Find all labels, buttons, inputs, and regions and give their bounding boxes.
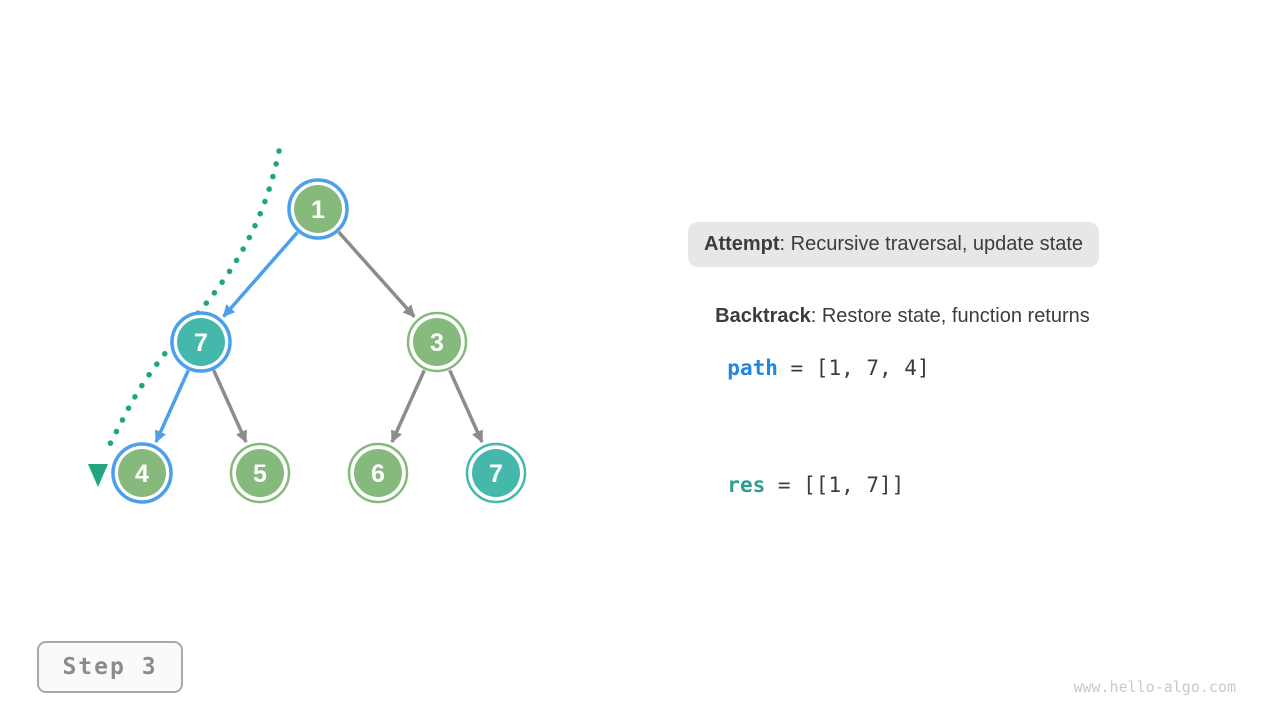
tree-node-7-right: 7 [465,442,527,504]
path-variable-value: = [1, 7, 4] [777,356,930,380]
node-value: 7 [194,329,208,357]
res-variable-name: res [727,473,766,497]
edge-3-to-6 [390,369,426,443]
node-value: 1 [311,196,325,224]
backtrack-label: Backtrack [715,305,811,327]
tree-edges [154,230,484,443]
edge-3-to-7 [448,369,484,443]
watermark: www.hello-algo.com [1073,678,1236,696]
attempt-note: Attempt: Recursive traversal, update sta… [688,222,1100,267]
tree-diagram: 1 7 3 4 5 6 7 [88,148,527,504]
backtrack-text: : Restore state, function returns [810,305,1090,327]
tree-node-6: 6 [347,442,409,504]
path-variable-name: path [727,356,778,380]
backtrack-note: Backtrack: Restore state, function retur… [704,282,1090,328]
attempt-text: : Recursive traversal, update state [779,233,1084,255]
node-value: 4 [135,460,149,488]
attempt-label: Attempt [704,233,780,255]
node-value: 5 [253,460,267,488]
step-badge-label: Step 3 [62,654,158,680]
node-value: 3 [430,329,444,357]
tree-node-4: 4 [111,442,173,504]
step-badge: Step 3 [37,641,183,693]
edge-7-to-5 [212,369,248,443]
tree-node-1: 1 [287,178,349,240]
edge-1-to-3 [337,230,416,318]
edge-7-to-4 [154,369,190,443]
path-variable-line: path = [1, 7, 4] [702,332,930,380]
res-variable-value: = [[1, 7]] [765,473,905,497]
node-value: 7 [489,460,503,488]
traversal-trace-arrowhead [88,464,108,487]
res-variable-line: res = [[1, 7]] [702,449,904,497]
tree-node-5: 5 [229,442,291,504]
tree-node-7-left: 7 [170,311,232,373]
node-value: 6 [371,460,385,488]
traversal-trace-dotted-path [102,148,282,458]
edge-1-to-7 [222,231,299,318]
tree-node-3: 3 [406,311,468,373]
